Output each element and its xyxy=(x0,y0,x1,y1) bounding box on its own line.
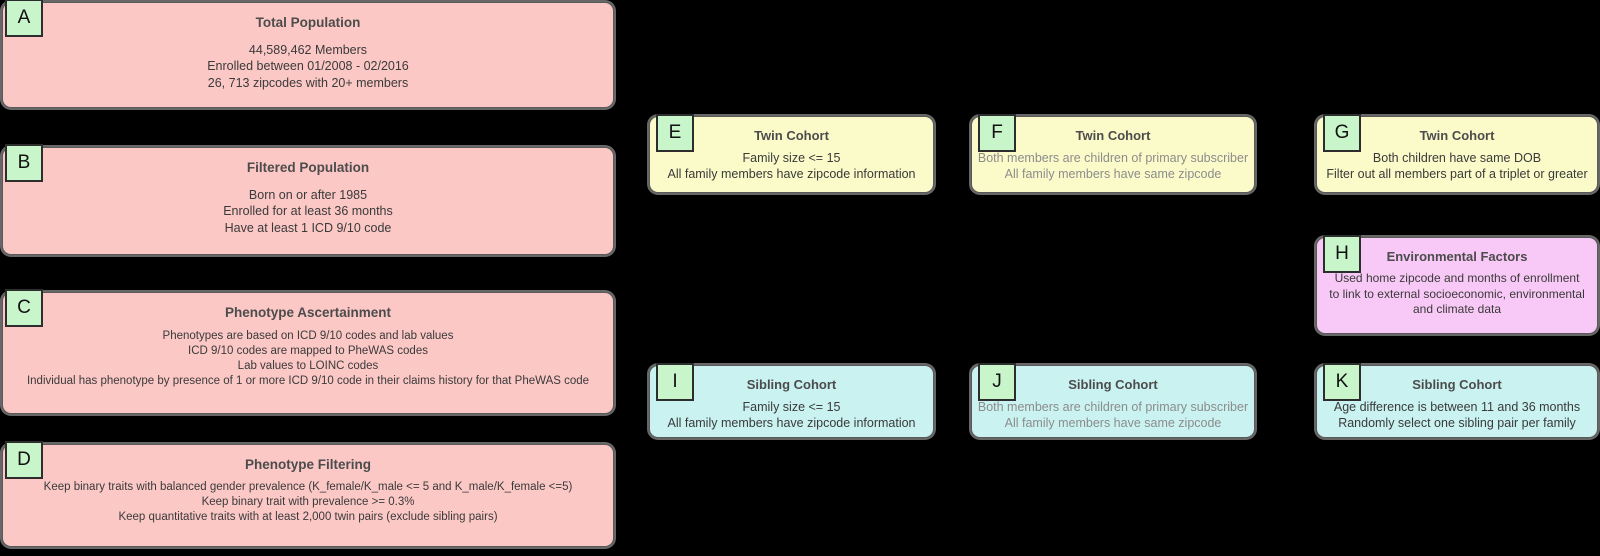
node-title: Sibling Cohort xyxy=(1068,377,1158,392)
node-line: ICD 9/10 codes are mapped to PheWAS code… xyxy=(188,344,428,357)
node-letter: B xyxy=(17,152,31,173)
node-line: Both members are children of primary sub… xyxy=(977,151,1249,165)
node-j-sibling-cohort: J Sibling Cohort Both members are childr… xyxy=(971,363,1255,438)
node-line: Filter out all members part of a triplet… xyxy=(1326,167,1588,182)
node-letter: K xyxy=(1335,371,1349,392)
node-title: Phenotype Ascertainment xyxy=(224,305,392,320)
node-letter: C xyxy=(17,297,31,318)
node-body: Phenotypes are based on ICD 9/10 codes a… xyxy=(3,329,613,389)
node-letter-badge: E xyxy=(656,114,694,152)
node-line: Age difference is between 11 and 36 mont… xyxy=(1333,400,1581,414)
node-title: Total Population xyxy=(255,15,361,30)
node-title: Twin Cohort xyxy=(1075,128,1151,143)
node-line: Keep binary trait with prevalence >= 0.3… xyxy=(201,495,415,508)
node-body: Both members are children of primary sub… xyxy=(972,399,1254,432)
node-letter: E xyxy=(668,122,682,143)
node-k-sibling-cohort: K Sibling Cohort Age difference is betwe… xyxy=(1316,363,1598,438)
node-letter-badge: B xyxy=(5,144,43,182)
node-letter-badge: K xyxy=(1323,363,1361,401)
node-e-twin-cohort: E Twin Cohort Family size <= 15 All fami… xyxy=(649,114,934,193)
node-line: Family size <= 15 xyxy=(742,151,841,165)
node-letter-badge: C xyxy=(5,289,43,327)
node-letter-badge: H xyxy=(1323,235,1361,273)
node-line: Both members are children of primary sub… xyxy=(977,400,1249,414)
node-body: 44,589,462 Members Enrolled between 01/2… xyxy=(3,42,613,91)
node-letter-badge: G xyxy=(1323,114,1361,152)
node-line: Individual has phenotype by presence of … xyxy=(26,374,590,387)
node-line: Enrolled between 01/2008 - 02/2016 xyxy=(207,59,409,74)
node-a-total-population: A Total Population 44,589,462 Members En… xyxy=(2,0,614,108)
node-line: Used home zipcode and months of enrollme… xyxy=(1329,271,1585,317)
node-letter: D xyxy=(17,449,31,470)
node-letter-badge: F xyxy=(978,114,1016,152)
node-f-twin-cohort: F Twin Cohort Both members are children … xyxy=(971,114,1255,193)
node-line: Randomly select one sibling pair per fam… xyxy=(1338,416,1576,431)
node-body: Keep binary traits with balanced gender … xyxy=(3,480,613,525)
node-line: All family members have same zipcode xyxy=(1004,416,1222,431)
node-line: Have at least 1 ICD 9/10 code xyxy=(224,220,392,235)
node-title: Environmental Factors xyxy=(1386,249,1528,264)
node-d-phenotype-filtering: D Phenotype Filtering Keep binary traits… xyxy=(2,441,614,547)
node-letter: I xyxy=(672,371,678,392)
node-title: Sibling Cohort xyxy=(746,377,837,392)
node-line: All family members have same zipcode xyxy=(1004,167,1222,182)
node-body: Age difference is between 11 and 36 mont… xyxy=(1317,399,1597,432)
node-letter: G xyxy=(1334,122,1350,143)
node-letter-badge: I xyxy=(656,363,694,401)
node-line: Born on or after 1985 xyxy=(248,188,368,202)
node-letter-badge: D xyxy=(5,441,43,479)
node-letter: J xyxy=(992,371,1002,392)
node-body: Family size <= 15 All family members hav… xyxy=(650,150,933,183)
node-title: Phenotype Filtering xyxy=(244,457,371,472)
node-line: All family members have zipcode informat… xyxy=(667,416,916,431)
node-line: 26, 713 zipcodes with 20+ members xyxy=(207,75,409,90)
node-body: Born on or after 1985 Enrolled for at le… xyxy=(3,187,613,236)
node-letter: A xyxy=(17,7,31,28)
node-b-filtered-population: B Filtered Population Born on or after 1… xyxy=(2,144,614,255)
node-letter-badge: J xyxy=(978,363,1016,401)
node-line: Keep binary traits with balanced gender … xyxy=(43,481,573,493)
node-letter: H xyxy=(1335,243,1349,264)
node-body: Both children have same DOB Filter out a… xyxy=(1317,150,1597,183)
node-line: Enrolled for at least 36 months xyxy=(223,204,393,219)
node-title: Twin Cohort xyxy=(1419,128,1495,143)
node-title: Twin Cohort xyxy=(754,128,829,143)
node-line: Both children have same DOB xyxy=(1372,151,1542,165)
node-letter: F xyxy=(991,122,1003,143)
node-body: Both members are children of primary sub… xyxy=(972,150,1254,183)
node-line: Phenotypes are based on ICD 9/10 codes a… xyxy=(162,330,454,342)
node-c-phenotype-ascertainment: C Phenotype Ascertainment Phenotypes are… xyxy=(2,289,614,414)
node-letter-badge: A xyxy=(5,0,43,37)
node-title: Sibling Cohort xyxy=(1412,377,1502,392)
node-g-twin-cohort: G Twin Cohort Both children have same DO… xyxy=(1316,114,1598,193)
node-i-sibling-cohort: I Sibling Cohort Family size <= 15 All f… xyxy=(649,363,934,438)
node-line: Keep quantitative traits with at least 2… xyxy=(118,510,498,523)
node-line: All family members have zipcode informat… xyxy=(667,167,916,182)
node-body: Family size <= 15 All family members hav… xyxy=(650,399,933,432)
node-title: Filtered Population xyxy=(246,160,370,175)
node-line: 44,589,462 Members xyxy=(248,43,368,57)
node-line: Family size <= 15 xyxy=(742,400,841,414)
node-h-environmental-factors: H Environmental Factors Used home zipcod… xyxy=(1316,235,1598,334)
node-line: Lab values to LOINC codes xyxy=(237,359,379,372)
node-body: Used home zipcode and months of enrollme… xyxy=(1317,271,1597,318)
